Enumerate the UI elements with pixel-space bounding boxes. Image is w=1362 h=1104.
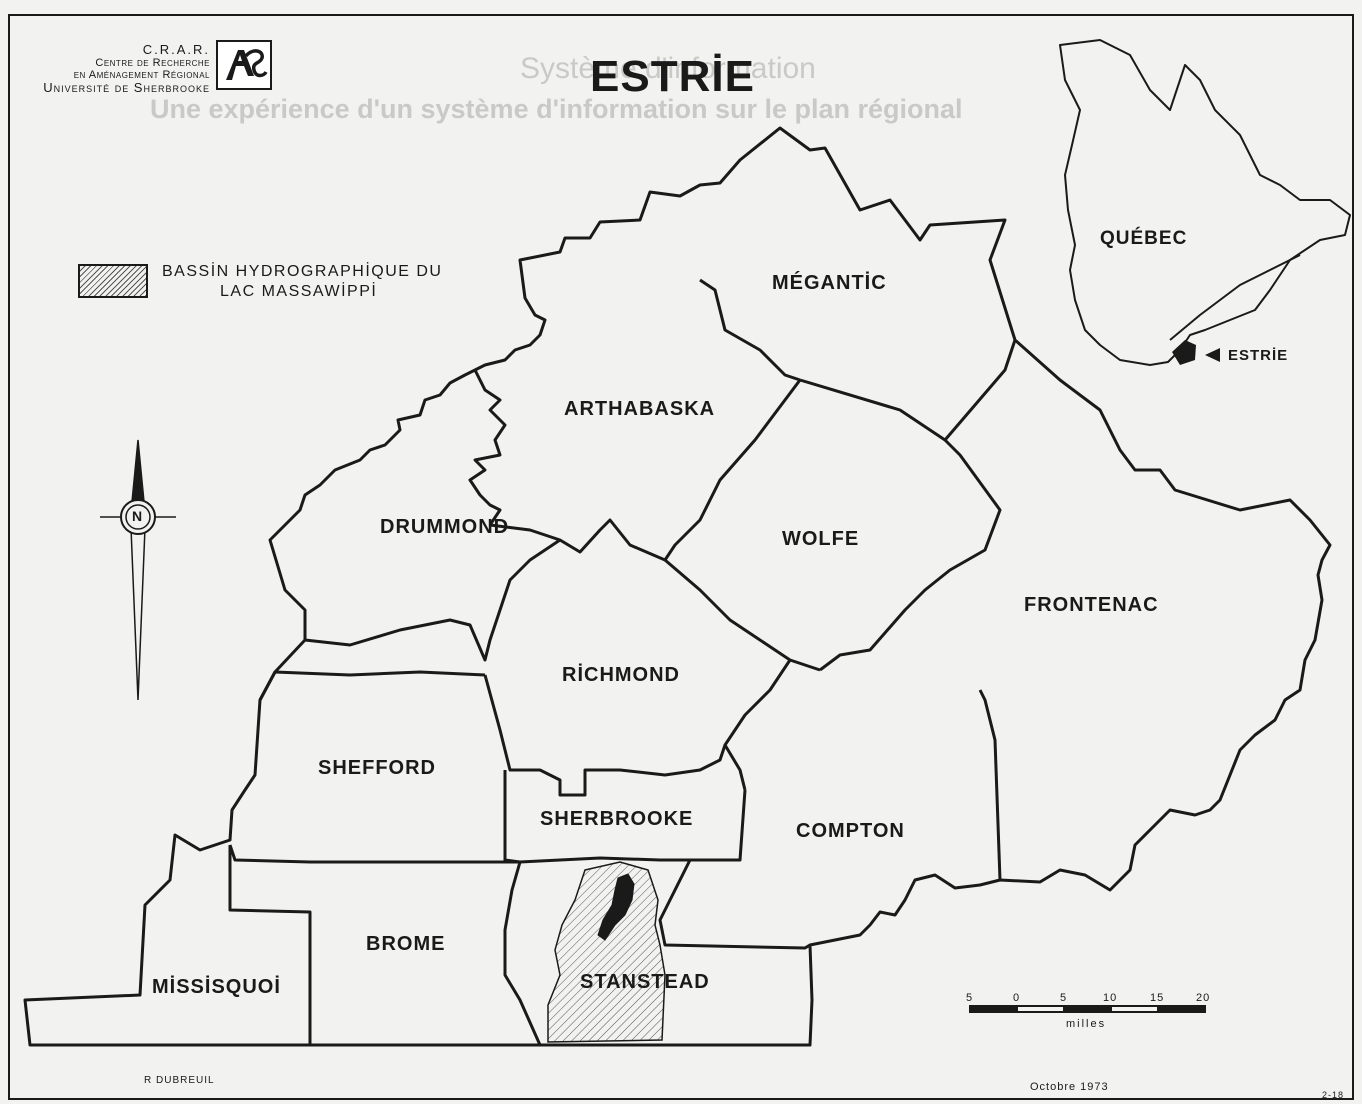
boundary-shefford-richmond (258, 670, 486, 701)
institution-acronym: C.R.A.R. (142, 42, 210, 57)
region-label-brome: BROME (366, 933, 446, 955)
scale-bar (969, 1005, 1206, 1013)
scale-segment-3 (1110, 1005, 1159, 1013)
region-label-stanstead: STANSTEAD (580, 971, 710, 993)
boundary-drummond-richmond (489, 518, 666, 562)
boundary-frontenac-compton (978, 689, 1002, 881)
north-letter: N (132, 508, 144, 524)
scale-tick-label-4: 15 (1150, 992, 1165, 1004)
legend-line-2: LAC MASSAWİPPİ (220, 283, 378, 300)
boundary-richmond-compton (723, 659, 792, 791)
boundary-richmond-sherbrooke (483, 674, 727, 797)
bleed-heading-2: Une expérience d'un système d'informatio… (150, 94, 963, 124)
logo-mark (226, 49, 268, 80)
inset-pointer-arrow (1205, 348, 1220, 362)
scale-tick-label-1: 0 (1013, 992, 1021, 1004)
north-arrow (100, 439, 176, 701)
institution-block: C.R.A.R. Centre de Recherche en Aménagem… (40, 42, 210, 95)
legend-line-1: BASSİN HYDROGRAPHİQUE DU (162, 263, 443, 280)
boundary-richmond-wolfe (664, 558, 821, 672)
inset-estrie-mark (1172, 340, 1196, 365)
legend-label: BASSİN HYDROGRAPHİQUE DU LAC MASSAWİPPİ (162, 262, 442, 302)
inset-label-estrie: ESTRİE (1228, 347, 1289, 364)
scale-tick-label-5: 20 (1196, 992, 1211, 1004)
author-credit: R DUBREUIL (144, 1075, 215, 1086)
bleed-heading-1: Système d'information (520, 52, 816, 85)
inset-quebec-outline (1059, 39, 1351, 366)
north-arrow-lower-needle (130, 527, 146, 701)
scale-segment-4 (1157, 1005, 1206, 1013)
legend-hatch-swatch (78, 264, 148, 298)
institution-line-3: Université de Sherbrooke (43, 79, 210, 95)
north-arrow-inner-ring (125, 504, 151, 530)
scale-segment-left (969, 1005, 1018, 1013)
region-label-arthabaska: ARTHABASKA (564, 398, 716, 420)
boundary-megantic-arthabaska (699, 278, 801, 382)
scale-unit: milles (1066, 1018, 1107, 1030)
region-label-megantic: MÉGANTİC (772, 272, 887, 294)
scale-tick-label-2: 5 (1060, 992, 1068, 1004)
map-frame (8, 14, 1354, 1100)
region-label-drummond: DRUMMOND (380, 516, 510, 538)
boundary-shefford-brome (228, 844, 520, 864)
scale-tick-label-3: 10 (1103, 992, 1118, 1004)
region-label-sherbrooke: SHERBROOKE (540, 808, 694, 830)
massawippi-watershed (547, 861, 666, 1043)
region-label-shefford: SHEFFORD (318, 757, 436, 779)
inset-st-lawrence (1169, 254, 1301, 341)
region-label-richmond: RİCHMOND (562, 664, 680, 686)
map-title: ESTRİE (590, 52, 755, 101)
boundary-shefford-sherbrooke (503, 770, 521, 864)
region-label-missisquoi: MİSSİSQUOİ (152, 976, 281, 998)
boundary-arthabaska-drummond (468, 369, 507, 526)
boundary-brome-stanstead (503, 861, 542, 1046)
boundary-brome-missisquoi (228, 845, 312, 1045)
inset-label-quebec: QUÉBEC (1100, 228, 1188, 249)
boundary-sherbrooke-stanstead (519, 856, 811, 950)
map-date: Octobre 1973 (1030, 1081, 1109, 1093)
boundary-megantic-wolfe (799, 339, 1017, 442)
estrie-outline (23, 126, 1332, 1047)
figure-number: 2-18 (1322, 1090, 1345, 1100)
lake-massawippi (597, 873, 635, 941)
institution-logo (216, 40, 272, 90)
boundary-drummond-shefford (304, 538, 561, 662)
scale-segment-1 (1016, 1005, 1065, 1013)
institution-line-2: en Aménagement Régional (73, 69, 210, 81)
boundary-sherbrooke-compton (690, 789, 747, 862)
boundary-arthabaska-wolfe (663, 379, 802, 561)
institution-line-1: Centre de Recherche (95, 56, 210, 69)
region-label-compton: COMPTON (796, 820, 905, 842)
boundary-wolfe-frontenac (819, 438, 1002, 672)
region-label-frontenac: FRONTENAC (1024, 594, 1159, 616)
scale-segment-2 (1063, 1005, 1112, 1013)
region-label-wolfe: WOLFE (782, 528, 860, 550)
scale-tick-label-0: 5 (966, 992, 974, 1004)
